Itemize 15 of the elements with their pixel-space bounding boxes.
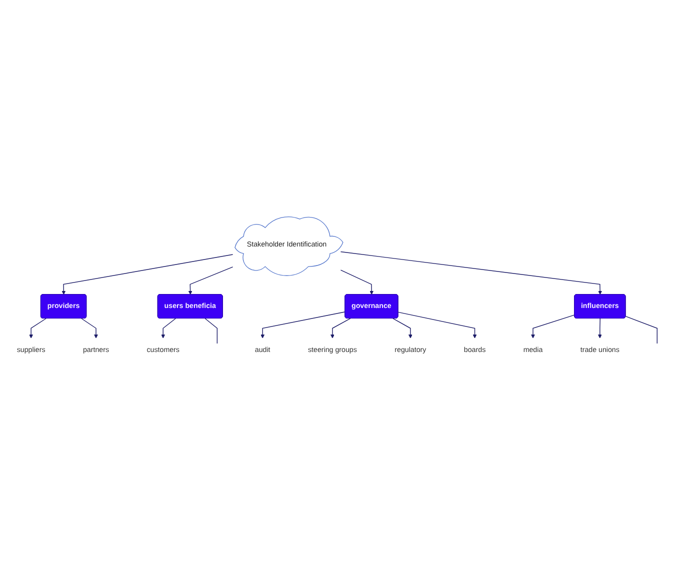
arrow <box>330 318 351 338</box>
arrow <box>188 266 234 295</box>
arrow <box>29 318 46 338</box>
connector <box>625 316 658 344</box>
arrow <box>340 270 374 295</box>
arrow <box>598 318 602 338</box>
arrow <box>531 314 575 338</box>
arrow <box>340 251 602 295</box>
arrow <box>398 312 477 338</box>
arrow <box>260 312 346 338</box>
connector <box>204 318 218 344</box>
arrow <box>62 254 234 295</box>
arrow <box>392 318 412 338</box>
arrow <box>161 318 176 338</box>
arrow <box>81 318 98 338</box>
